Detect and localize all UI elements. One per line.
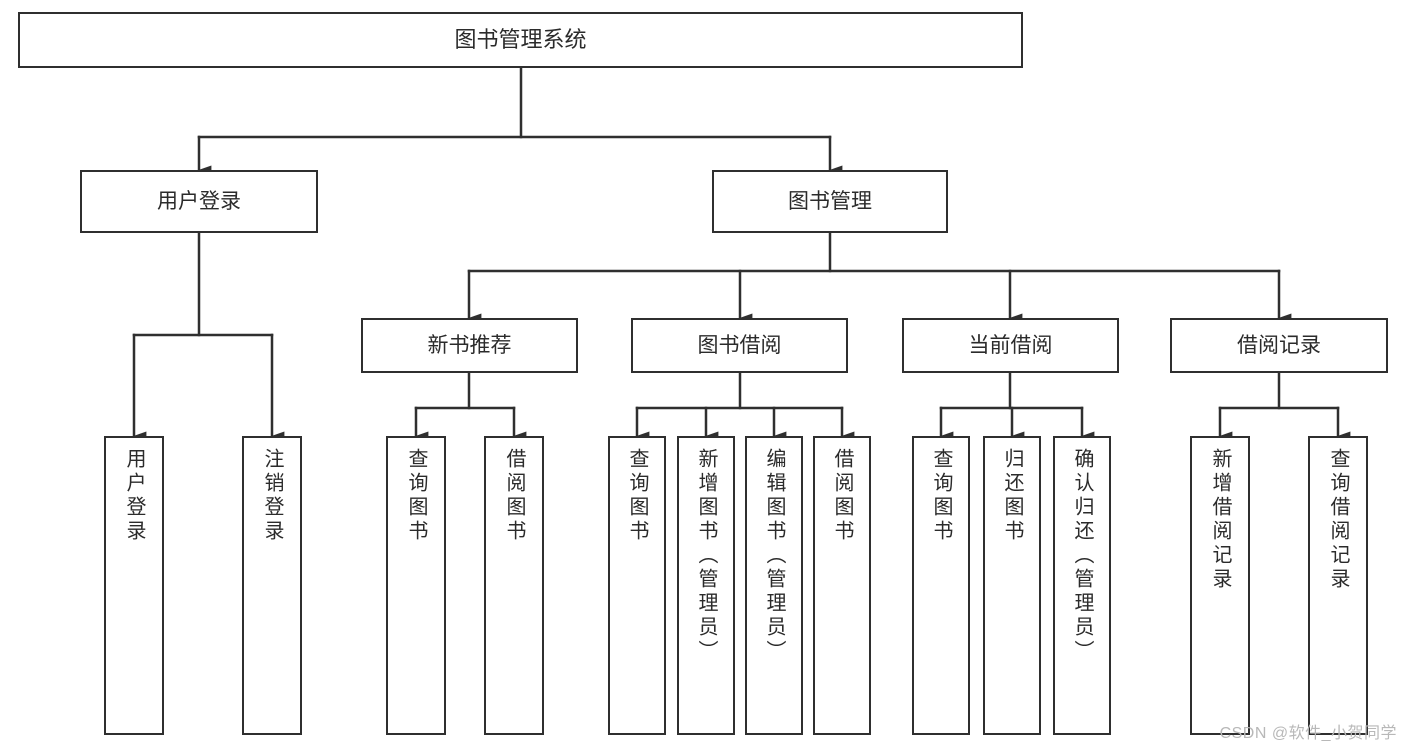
node-label-new-book-recommend: 新书推荐 <box>427 333 512 357</box>
node-label-leaf-borrow-book-2: 借阅图书 <box>831 448 853 544</box>
node-leaf-leaf-return-book[interactable]: 归还图书 <box>983 436 1041 735</box>
node-label-leaf-add-borrow-record: 新增借阅记录 <box>1209 448 1231 592</box>
node-leaf-leaf-query-borrow-record[interactable]: 查询借阅记录 <box>1308 436 1368 735</box>
node-leaf-leaf-query-book-1[interactable]: 查询图书 <box>386 436 446 735</box>
node-leaf-leaf-user-login[interactable]: 用户登录 <box>104 436 164 735</box>
node-label-leaf-borrow-book-1: 借阅图书 <box>503 448 525 544</box>
node-leaf-leaf-edit-book[interactable]: 编辑图书（管理员） <box>745 436 803 735</box>
node-label-leaf-query-book-1: 查询图书 <box>405 448 427 544</box>
node-level2-book-manage[interactable]: 图书管理 <box>712 170 948 233</box>
node-level3-new-book-recommend[interactable]: 新书推荐 <box>361 318 578 373</box>
node-label-leaf-confirm-return: 确认归还（管理员） <box>1071 448 1093 664</box>
node-level2-user-login[interactable]: 用户登录 <box>80 170 318 233</box>
node-leaf-leaf-logout[interactable]: 注销登录 <box>242 436 302 735</box>
node-label-leaf-query-book-2: 查询图书 <box>626 448 648 544</box>
node-label-book-manage: 图书管理 <box>788 189 872 213</box>
node-label-leaf-add-book: 新增图书（管理员） <box>695 448 717 664</box>
node-label-book-borrow: 图书借阅 <box>697 333 782 357</box>
node-leaf-leaf-borrow-book-2[interactable]: 借阅图书 <box>813 436 871 735</box>
node-level3-book-borrow[interactable]: 图书借阅 <box>631 318 848 373</box>
node-level3-borrow-record[interactable]: 借阅记录 <box>1170 318 1388 373</box>
node-label-leaf-query-book-3: 查询图书 <box>930 448 952 544</box>
node-label-current-borrow: 当前借阅 <box>968 333 1053 357</box>
node-root-root[interactable]: 图书管理系统 <box>18 12 1023 68</box>
node-leaf-leaf-query-book-2[interactable]: 查询图书 <box>608 436 666 735</box>
node-label-leaf-return-book: 归还图书 <box>1001 448 1023 544</box>
node-leaf-leaf-add-book[interactable]: 新增图书（管理员） <box>677 436 735 735</box>
node-label-user-login: 用户登录 <box>157 189 241 213</box>
node-leaf-leaf-borrow-book-1[interactable]: 借阅图书 <box>484 436 544 735</box>
node-leaf-leaf-confirm-return[interactable]: 确认归还（管理员） <box>1053 436 1111 735</box>
node-label-root: 图书管理系统 <box>454 26 587 52</box>
node-label-leaf-edit-book: 编辑图书（管理员） <box>763 448 785 664</box>
node-label-leaf-query-borrow-record: 查询借阅记录 <box>1327 448 1349 592</box>
node-label-leaf-logout: 注销登录 <box>261 448 283 544</box>
node-label-borrow-record: 借阅记录 <box>1237 333 1321 357</box>
node-level3-current-borrow[interactable]: 当前借阅 <box>902 318 1119 373</box>
node-leaf-leaf-query-book-3[interactable]: 查询图书 <box>912 436 970 735</box>
connector-lines <box>132 66 1351 441</box>
node-leaf-leaf-add-borrow-record[interactable]: 新增借阅记录 <box>1190 436 1250 735</box>
node-label-leaf-user-login: 用户登录 <box>123 448 145 544</box>
